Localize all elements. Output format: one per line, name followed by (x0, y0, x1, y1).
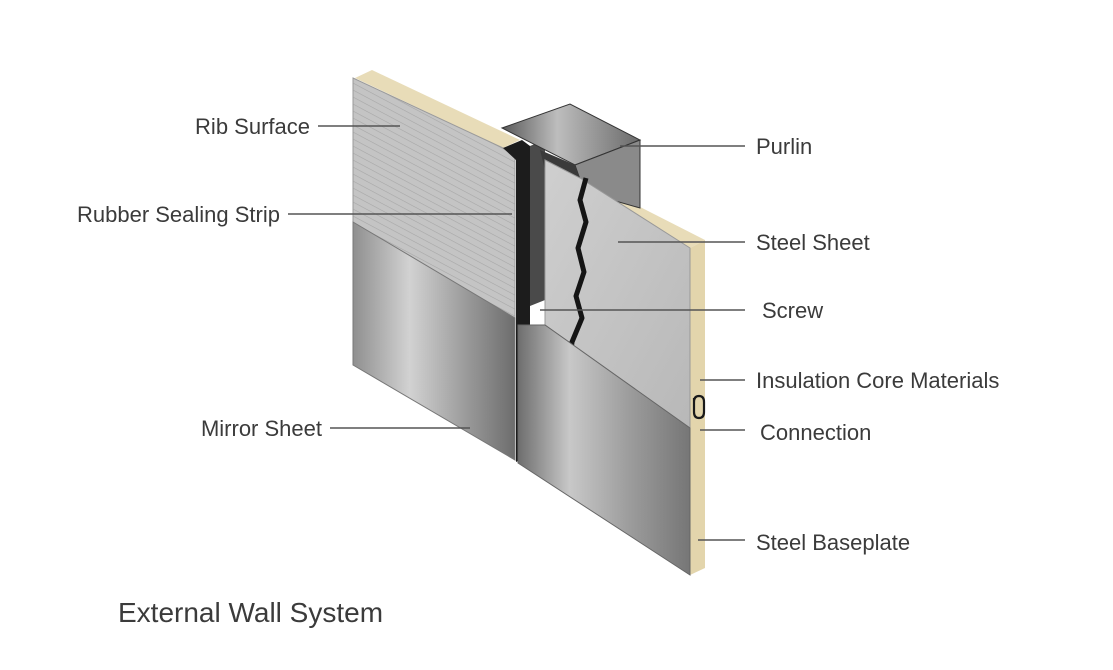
connection-hook-icon (692, 394, 706, 420)
mirror-sheet-panel (352, 221, 516, 461)
joint-channel-inner (530, 140, 545, 306)
diagram-title: External Wall System (118, 597, 383, 628)
steel-sheet-panel (544, 159, 691, 429)
label-mirror-sheet: Mirror Sheet (201, 416, 322, 441)
label-steel-baseplate: Steel Baseplate (756, 530, 910, 555)
screw-slot (567, 177, 589, 361)
mirror-sheet-right-panel (517, 324, 691, 576)
label-rubber-sealing-strip: Rubber Sealing Strip (77, 202, 280, 227)
label-screw: Screw (762, 298, 823, 323)
insulation-core-right-edge (690, 240, 705, 575)
insulation-core-top-edge (355, 70, 520, 148)
rib-surface-panel (352, 77, 516, 323)
label-purlin: Purlin (756, 134, 812, 159)
label-rib-surface: Rib Surface (195, 114, 310, 139)
label-connection: Connection (760, 420, 871, 445)
label-steel-sheet: Steel Sheet (756, 230, 870, 255)
label-insulation-core: Insulation Core Materials (756, 368, 999, 393)
